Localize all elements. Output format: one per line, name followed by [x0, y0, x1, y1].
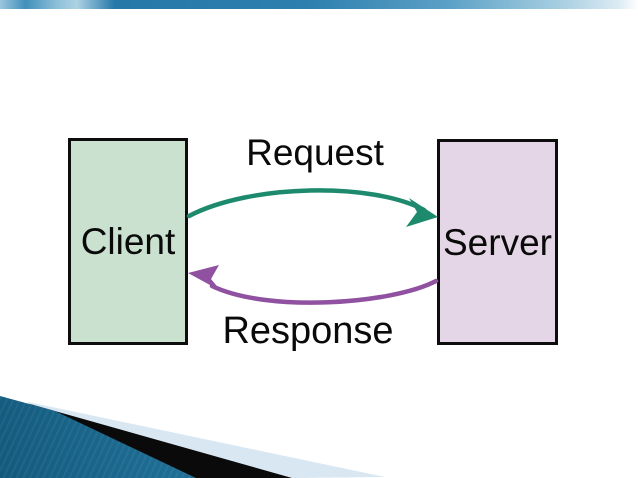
- response-arrowhead-icon: [188, 265, 221, 291]
- top-accent-bar: [0, 0, 638, 9]
- response-arrow-line: [209, 278, 439, 305]
- request-arrowhead-icon: [406, 198, 438, 227]
- client-node-label: Client: [80, 221, 176, 262]
- server-box: [437, 139, 558, 345]
- request-edge-label: Request: [246, 132, 384, 173]
- request-arrow-line: [186, 188, 427, 219]
- server-node-label: Server: [443, 221, 552, 263]
- client-box: [68, 138, 188, 345]
- response-edge-label: Response: [222, 310, 394, 352]
